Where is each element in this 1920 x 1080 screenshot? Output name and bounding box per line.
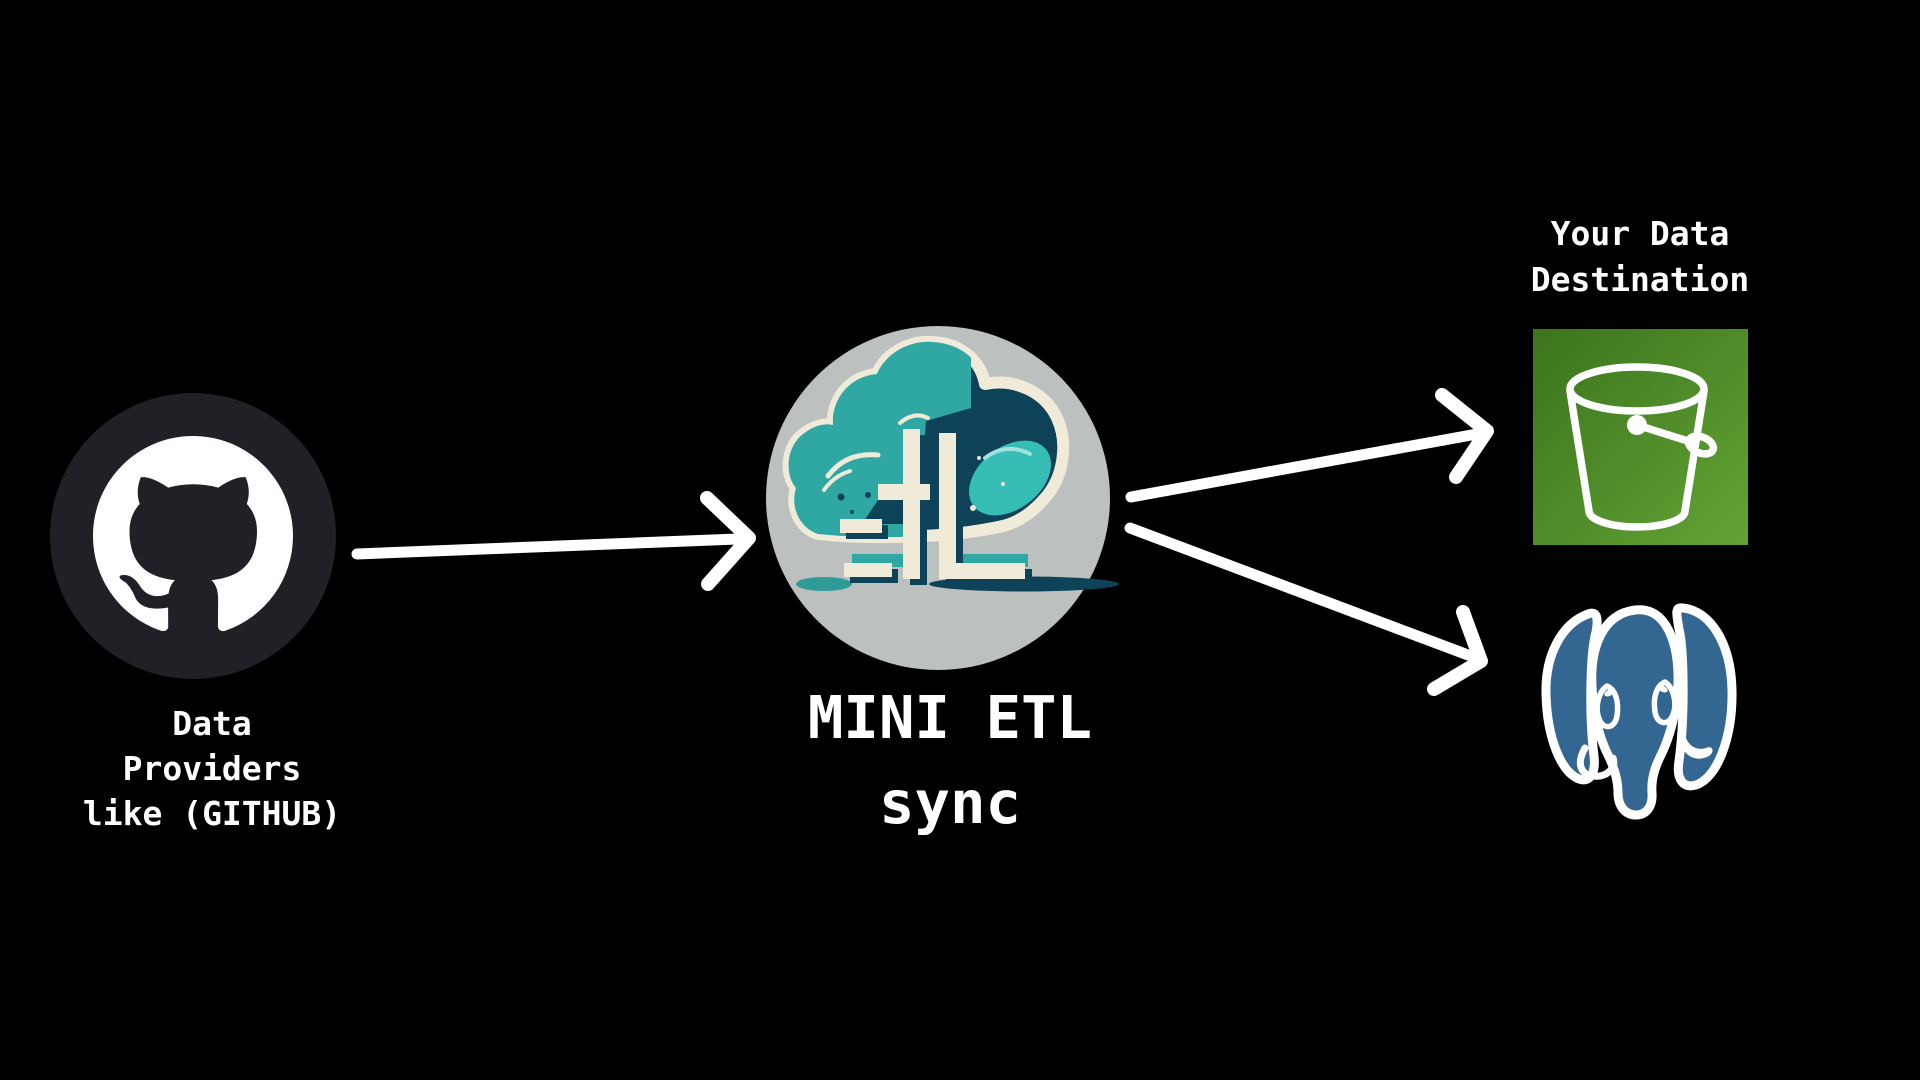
elephant-eye-glint — [1604, 689, 1614, 697]
arrow-head-icon — [1435, 388, 1494, 484]
elephant-left-eye — [1594, 683, 1621, 730]
github-logo-icon — [50, 393, 336, 679]
elephant-tusk — [1679, 738, 1713, 759]
etl-cloud-shine — [898, 413, 930, 425]
postgresql-icon — [1541, 603, 1737, 820]
etl-speck — [837, 493, 845, 501]
arrow-head-icon — [1427, 605, 1488, 696]
arrow-shaft — [351, 533, 744, 560]
elephant-jaw-swirl — [1577, 744, 1618, 780]
elephant-right-ear — [1672, 603, 1737, 791]
s3-square — [1533, 329, 1748, 545]
arrow-shaft — [1125, 428, 1483, 503]
etl-ground-smear — [796, 577, 852, 591]
etl-speck — [850, 510, 854, 514]
etl-leaf-icon — [969, 440, 1051, 516]
source-label: Data Providers like (GITHUB) — [82, 704, 342, 833]
elephant-eye-glint — [1658, 685, 1668, 693]
destination-label: Your Data Destination — [1530, 214, 1750, 299]
bucket-handle-knob — [1627, 415, 1647, 435]
elephant-right-eye — [1651, 679, 1678, 726]
bucket-rim — [1566, 363, 1708, 415]
etl-cloud-shine — [822, 469, 852, 492]
arrow-shaft — [1124, 522, 1474, 661]
arrow-head-icon — [700, 491, 756, 591]
etl-star — [970, 505, 976, 511]
etl-cloud-shine — [825, 452, 881, 479]
etl-star — [1001, 482, 1005, 486]
etl-leaf-shine — [983, 446, 1032, 460]
arrow-etl-to-s3 — [1125, 388, 1494, 503]
bucket-body — [1566, 387, 1708, 531]
arrow-etl-to-postgres — [1124, 522, 1488, 696]
github-ring — [50, 393, 336, 679]
s3-bucket-icon — [1533, 329, 1748, 545]
etl-speck — [865, 492, 871, 498]
etl-label: MINI ETL sync — [807, 683, 1093, 837]
github-octocat-mark — [93, 436, 293, 632]
arrow-source-to-etl — [351, 491, 756, 591]
mini-etl-logo-icon — [766, 326, 1119, 670]
etl-letters — [840, 429, 1025, 579]
bucket-handle-loop — [1684, 432, 1718, 458]
etl-star — [977, 456, 981, 460]
